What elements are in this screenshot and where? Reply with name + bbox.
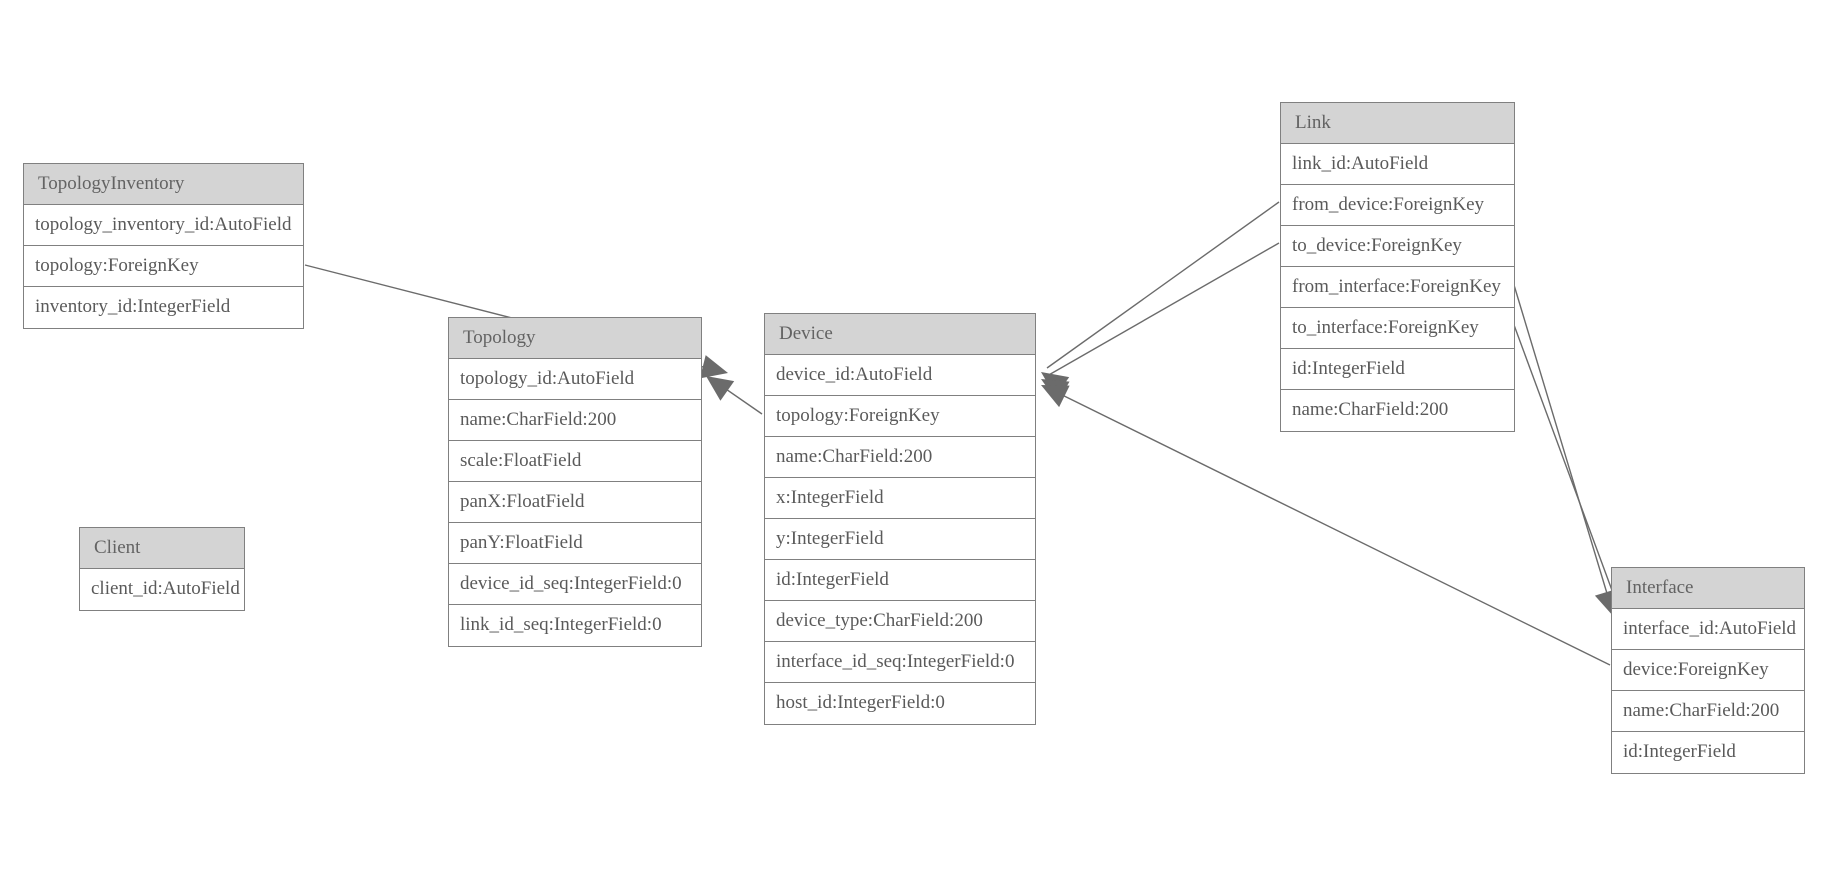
- entity-field-row[interactable]: name:CharField:200: [449, 400, 701, 441]
- entity-field-row[interactable]: topology:ForeignKey: [24, 246, 303, 287]
- entity-field-row[interactable]: to_device:ForeignKey: [1281, 226, 1514, 267]
- entity-field-row[interactable]: device_id_seq:IntegerField:0: [449, 564, 701, 605]
- entity-field-row[interactable]: panY:FloatField: [449, 523, 701, 564]
- relationship-arrowhead: [1041, 385, 1070, 408]
- rel-link-from-device: [1041, 201, 1280, 397]
- relationship-arrowhead: [706, 376, 735, 401]
- relationship-line: [1046, 201, 1280, 369]
- entity-field-row[interactable]: client_id:AutoField: [80, 569, 244, 610]
- entity-field-row[interactable]: link_id_seq:IntegerField:0: [449, 605, 701, 646]
- entity-field-row[interactable]: device:ForeignKey: [1612, 650, 1804, 691]
- entity-field-row[interactable]: link_id:AutoField: [1281, 144, 1514, 185]
- entity-field-row[interactable]: inventory_id:IntegerField: [24, 287, 303, 328]
- entity-field-row[interactable]: from_device:ForeignKey: [1281, 185, 1514, 226]
- relationship-line: [709, 377, 763, 415]
- relationship-line: [1513, 324, 1621, 613]
- relationship-arrowhead: [1041, 379, 1070, 403]
- entity-title-topology: Topology: [449, 318, 701, 359]
- entity-field-row[interactable]: scale:FloatField: [449, 441, 701, 482]
- entity-field-row[interactable]: interface_id_seq:IntegerField:0: [765, 642, 1035, 683]
- entity-field-row[interactable]: y:IntegerField: [765, 519, 1035, 560]
- rel-device-topology: [706, 376, 763, 415]
- entity-field-row[interactable]: interface_id:AutoField: [1612, 609, 1804, 650]
- entity-field-row[interactable]: name:CharField:200: [1281, 390, 1514, 431]
- entity-field-row[interactable]: device_id:AutoField: [765, 355, 1035, 396]
- rel-link-from-interface: [1513, 284, 1618, 617]
- entity-field-row[interactable]: topology_inventory_id:AutoField: [24, 205, 303, 246]
- entity-field-row[interactable]: id:IntegerField: [1612, 732, 1804, 773]
- entity-field-row[interactable]: id:IntegerField: [765, 560, 1035, 601]
- entity-title-interface: Interface: [1612, 568, 1804, 609]
- entity-field-row[interactable]: topology_id:AutoField: [449, 359, 701, 400]
- entity-field-row[interactable]: id:IntegerField: [1281, 349, 1514, 390]
- entity-field-row[interactable]: name:CharField:200: [1612, 691, 1804, 732]
- entity-field-row[interactable]: topology:ForeignKey: [765, 396, 1035, 437]
- entity-field-row[interactable]: to_interface:ForeignKey: [1281, 308, 1514, 349]
- entity-field-row[interactable]: from_interface:ForeignKey: [1281, 267, 1514, 308]
- relationship-line: [1513, 284, 1613, 611]
- relationship-arrowhead: [699, 355, 728, 379]
- entity-field-row[interactable]: device_type:CharField:200: [765, 601, 1035, 642]
- rel-link-to-device: [1041, 242, 1280, 403]
- entity-field-row[interactable]: name:CharField:200: [765, 437, 1035, 478]
- entity-field-row[interactable]: panX:FloatField: [449, 482, 701, 523]
- entity-title-link: Link: [1281, 103, 1514, 144]
- entity-title-device: Device: [765, 314, 1035, 355]
- relationship-arrowhead: [1041, 372, 1070, 397]
- entity-title-client: Client: [80, 528, 244, 569]
- entity-title-topology_inventory: TopologyInventory: [24, 164, 303, 205]
- relationship-line: [1046, 242, 1280, 377]
- entity-field-row[interactable]: host_id:IntegerField:0: [765, 683, 1035, 724]
- entity-field-row[interactable]: x:IntegerField: [765, 478, 1035, 519]
